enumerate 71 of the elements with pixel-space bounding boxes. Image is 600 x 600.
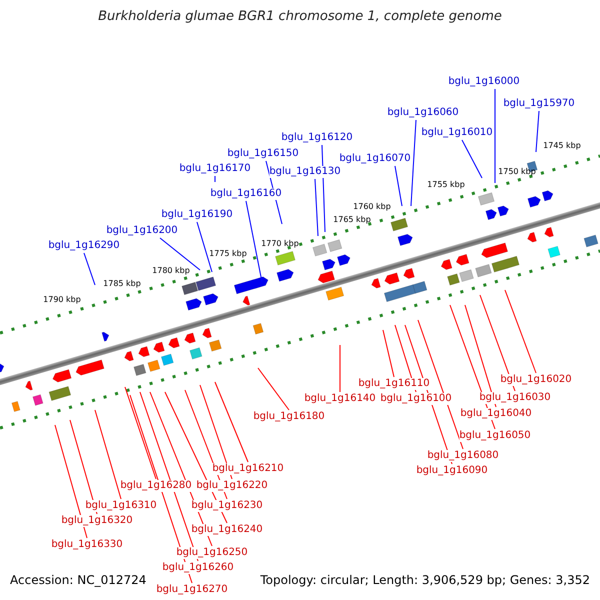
gene-label: bglu_1g16010	[421, 127, 493, 139]
gene-label: bglu_1g16170	[179, 163, 251, 175]
leader-line	[480, 294, 516, 392]
gene-label: bglu_1g16120	[281, 132, 353, 144]
gene-label: bglu_1g16280	[120, 480, 192, 492]
gene-label: bglu_1g16310	[85, 500, 157, 512]
leader-line	[418, 320, 464, 450]
leader-line	[160, 238, 200, 270]
accession-text: Accession: NC_012724	[10, 574, 146, 586]
gene-label: bglu_1g16020	[500, 374, 572, 386]
genome-summary-text: Topology: circular; Length: 3,906,529 bp; Genes: 3,352	[260, 574, 590, 586]
scale-label: 1760 kbp	[353, 201, 391, 213]
leader-line	[200, 384, 232, 480]
scale-label: 1750 kbp	[498, 166, 536, 178]
gene-label: bglu_1g16090	[416, 465, 488, 477]
gene-label: bglu_1g16240	[191, 524, 263, 536]
scale-label: 1785 kbp	[103, 278, 141, 290]
leader-line	[394, 166, 402, 206]
gene-label: bglu_1g16220	[196, 480, 268, 492]
gene-label: bglu_1g16160	[210, 188, 282, 200]
leader-line	[314, 178, 318, 236]
gene-label: bglu_1g16080	[427, 450, 499, 462]
gene-label: bglu_1g16070	[339, 153, 411, 165]
leader-line	[84, 252, 96, 286]
gene-label: bglu_1g16110	[358, 378, 430, 390]
scale-label: 1790 kbp	[43, 294, 81, 306]
gene-label: bglu_1g15970	[503, 98, 575, 110]
leader-line	[322, 144, 326, 232]
scale-label: 1745 kbp	[543, 140, 581, 152]
gene-label: bglu_1g16260	[162, 562, 234, 574]
leader-line	[214, 382, 248, 462]
gene-label: bglu_1g16100	[380, 393, 452, 405]
gene-label: bglu_1g16000	[448, 76, 520, 88]
gene-label: bglu_1g16250	[176, 547, 248, 559]
leader-line	[124, 386, 156, 480]
gene-label: bglu_1g16040	[460, 408, 532, 420]
gene-label: bglu_1g16320	[61, 515, 133, 527]
gene-label: bglu_1g16230	[191, 500, 263, 512]
gene-label: bglu_1g16030	[479, 392, 551, 404]
gene-label: bglu_1g16210	[212, 463, 284, 475]
leader-line	[410, 120, 416, 206]
leader-line	[246, 200, 262, 282]
leader-line	[258, 368, 290, 410]
gene-label: bglu_1g16140	[304, 393, 376, 405]
scale-label: 1765 kbp	[333, 214, 371, 226]
leader-line	[462, 140, 482, 178]
leader-line	[382, 330, 394, 378]
gene-label: bglu_1g16200	[106, 225, 178, 237]
scale-label: 1775 kbp	[209, 248, 247, 260]
gene-label: bglu_1g16190	[161, 209, 233, 221]
gene-label: bglu_1g16290	[48, 240, 120, 252]
gene-label: bglu_1g16270	[156, 584, 228, 596]
leader-line	[464, 304, 496, 408]
gene-label: bglu_1g16050	[459, 430, 531, 442]
leader-line	[70, 420, 98, 514]
title: Burkholderia glumae BGR1 chromosome 1, complete genome	[97, 9, 503, 24]
leader-line	[94, 410, 122, 500]
scale-label: 1770 kbp	[261, 238, 299, 250]
leader-line	[536, 110, 540, 152]
scale-label: 1755 kbp	[427, 179, 465, 191]
leader-line	[494, 88, 496, 184]
leader-line	[504, 290, 536, 374]
leader-line	[214, 176, 216, 182]
leader-line	[196, 222, 212, 272]
gene-label: bglu_1g16150	[227, 148, 299, 160]
leader-line	[54, 424, 88, 538]
gene-label: bglu_1g16060	[387, 107, 459, 119]
scale-label: 1780 kbp	[152, 265, 190, 277]
gene-label: bglu_1g16180	[253, 411, 325, 423]
gene-label: bglu_1g16330	[51, 539, 123, 551]
gene-label: bglu_1g16130	[269, 166, 341, 178]
